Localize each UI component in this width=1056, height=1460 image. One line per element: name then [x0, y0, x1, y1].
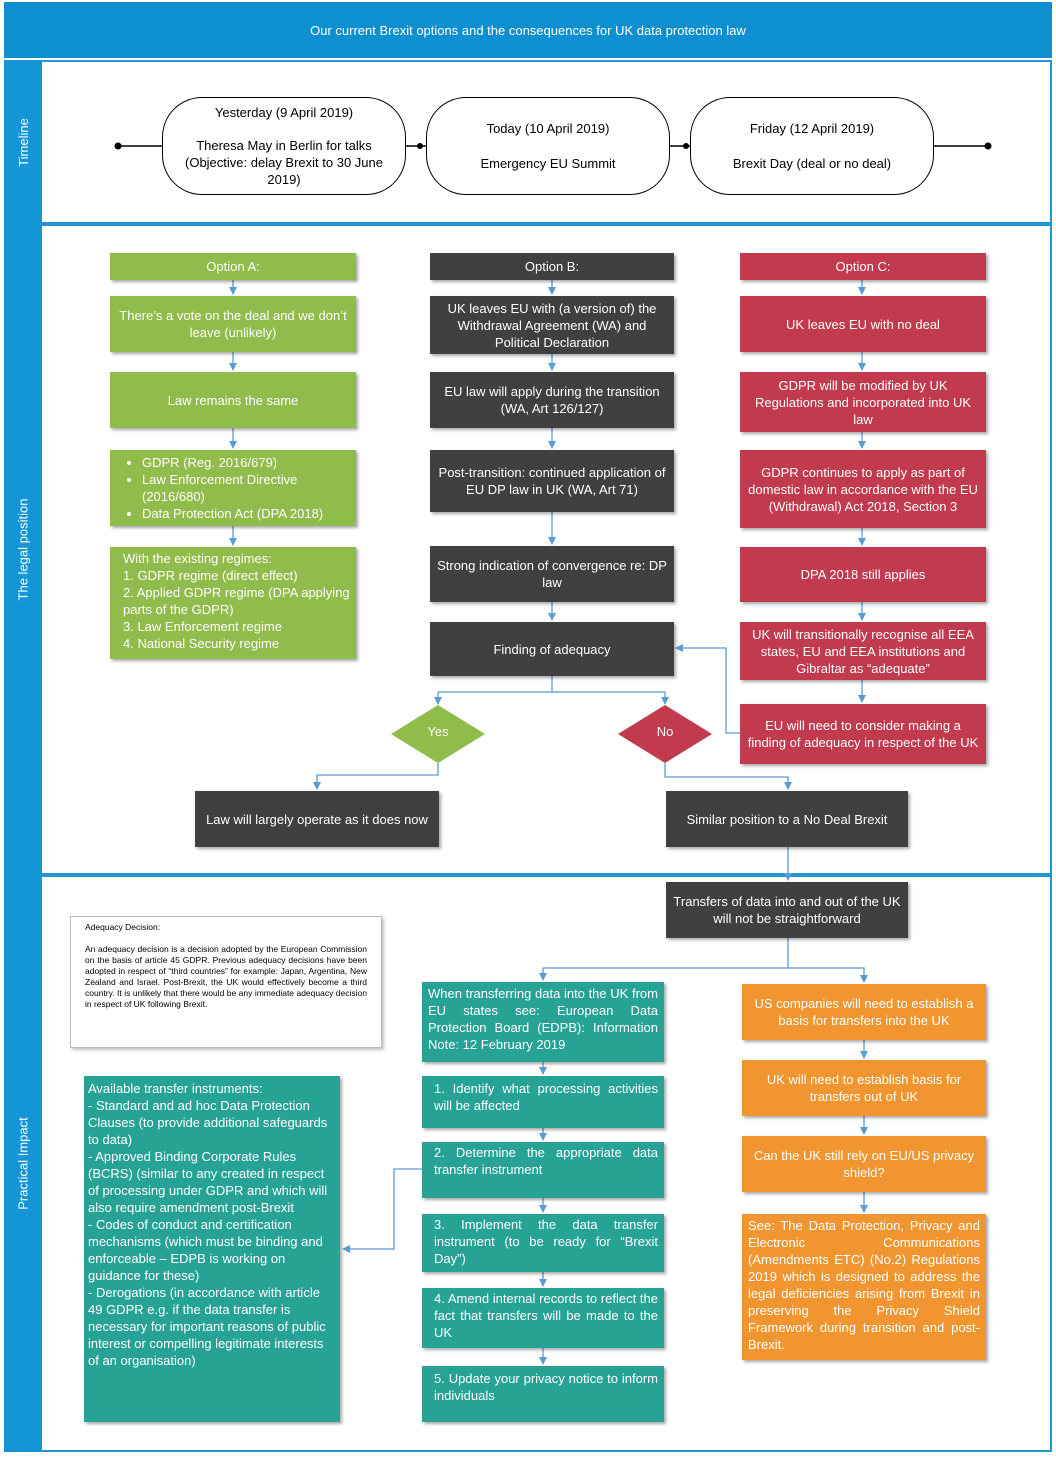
timeline-today: Today (10 April 2019) Emergency EU Summi… [426, 97, 670, 195]
option-c-eu-consider: EU will need to consider making a findin… [740, 704, 986, 764]
regimes-heading: With the existing regimes: [123, 551, 272, 566]
us-companies-box: US companies will need to establish a ba… [742, 984, 986, 1040]
step-5: 5. Update your privacy notice to inform … [422, 1366, 664, 1422]
timeline-yesterday-date: Yesterday (9 April 2019) [214, 105, 354, 120]
timeline-end-dot [984, 142, 992, 150]
option-b-convergence: Strong indication of convergence re: DP … [430, 546, 674, 602]
instrument-item: - Derogations (in accordance with articl… [88, 1285, 326, 1368]
timeline-start-dot [114, 142, 122, 150]
option-b-leaves: UK leaves EU with (a version of) the Wit… [430, 296, 674, 354]
page-title-text: Our current Brexit options and the conse… [310, 22, 746, 38]
timeline-dot-1 [417, 143, 423, 149]
instrument-item: - Standard and ad hoc Data Protection Cl… [88, 1098, 328, 1147]
timeline-yesterday-event: Theresa May in Berlin for talks (Objecti… [185, 138, 383, 187]
transfer-instruments: Available transfer instruments: - Standa… [84, 1076, 340, 1422]
option-b-transition: EU law will apply during the transition … [430, 372, 674, 428]
timeline-lane-label: Timeline [4, 60, 42, 224]
step-2: 2. Determine the appropriate data transf… [422, 1142, 664, 1198]
law-item-led: Law Enforcement Directive (2016/680) [142, 471, 350, 505]
timeline-today-date: Today (10 April 2019) [486, 121, 610, 136]
instrument-item: - Approved Binding Corporate Rules (BCRS… [88, 1149, 328, 1215]
step-4: 4. Amend internal records to reflect the… [422, 1288, 664, 1348]
yes-result: Law will largely operate as it does now [195, 791, 439, 847]
option-b-title: Option B: [430, 253, 674, 280]
step-1: 1. Identify what processing activities w… [422, 1076, 664, 1128]
option-c-recognise: UK will transitionally recognise all EEA… [740, 622, 986, 680]
privacy-shield-box: Can the UK still rely on EU/US privacy s… [742, 1136, 986, 1192]
option-a-law-same: Law remains the same [110, 372, 356, 428]
uk-basis-box: UK will need to establish basis for tran… [742, 1060, 986, 1116]
no-label: No [656, 724, 674, 739]
option-a-vote: There’s a vote on the deal and we don’t … [110, 296, 356, 352]
timeline-friday: Friday (12 April 2019) Brexit Day (deal … [690, 97, 934, 195]
option-c-no-deal: UK leaves EU with no deal [740, 296, 986, 352]
option-a-laws: GDPR (Reg. 2016/679) Law Enforcement Dir… [110, 450, 356, 526]
option-c-title: Option C: [740, 253, 986, 280]
option-a-title: Option A: [110, 253, 356, 280]
instrument-item: - Codes of conduct and certification mec… [88, 1217, 323, 1283]
no-result: Similar position to a No Deal Brexit [666, 791, 908, 847]
edpb-box: When transferring data into the UK from … [422, 982, 664, 1062]
law-item-gdpr: GDPR (Reg. 2016/679) [142, 454, 350, 471]
regime-item: 1. GDPR regime (direct effect) [123, 568, 298, 583]
regime-item: 4. National Security regime [123, 636, 280, 651]
transfers-box: Transfers of data into and out of the UK… [666, 882, 908, 938]
yes-decision-diamond [391, 705, 485, 763]
option-c-dpa: DPA 2018 still applies [740, 547, 986, 602]
law-item-dpa: Data Protection Act (DPA 2018) [142, 505, 350, 522]
timeline-friday-date: Friday (12 April 2019) [749, 121, 875, 136]
no-decision-diamond [618, 705, 712, 763]
note-body: An adequacy decision is a decision adopt… [85, 944, 367, 1009]
legal-position-lane-label: The legal position [4, 224, 42, 875]
option-b-adequacy: Finding of adequacy [430, 622, 674, 676]
page-title: Our current Brexit options and the conse… [4, 2, 1052, 58]
practical-impact-lane-label: Practical Impact [4, 875, 42, 1452]
option-c-modified: GDPR will be modified by UK Regulations … [740, 372, 986, 432]
note-title: Adequacy Decision: [85, 922, 161, 932]
adequacy-decision-note: Adequacy Decision: An adequacy decision … [70, 916, 382, 1048]
timeline-yesterday: Yesterday (9 April 2019) Theresa May in … [162, 97, 406, 195]
regime-item: 2. Applied GDPR regime (DPA applying par… [123, 585, 350, 617]
instruments-heading: Available transfer instruments: [88, 1081, 263, 1096]
option-b-post-transition: Post-transition: continued application o… [430, 450, 674, 512]
option-c-continues: GDPR continues to apply as part of domes… [740, 450, 986, 528]
timeline-today-event: Emergency EU Summit [480, 156, 616, 171]
timeline-dot-2 [683, 143, 689, 149]
step-3: 3. Implement the data transfer instrumen… [422, 1214, 664, 1272]
timeline-friday-event: Brexit Day (deal or no deal) [732, 156, 892, 171]
option-a-regimes: With the existing regimes: 1. GDPR regim… [110, 547, 356, 659]
regulations-box: See: The Data Protection, Privacy and El… [742, 1214, 986, 1360]
yes-label: Yes [427, 724, 449, 739]
regime-item: 3. Law Enforcement regime [123, 619, 282, 634]
